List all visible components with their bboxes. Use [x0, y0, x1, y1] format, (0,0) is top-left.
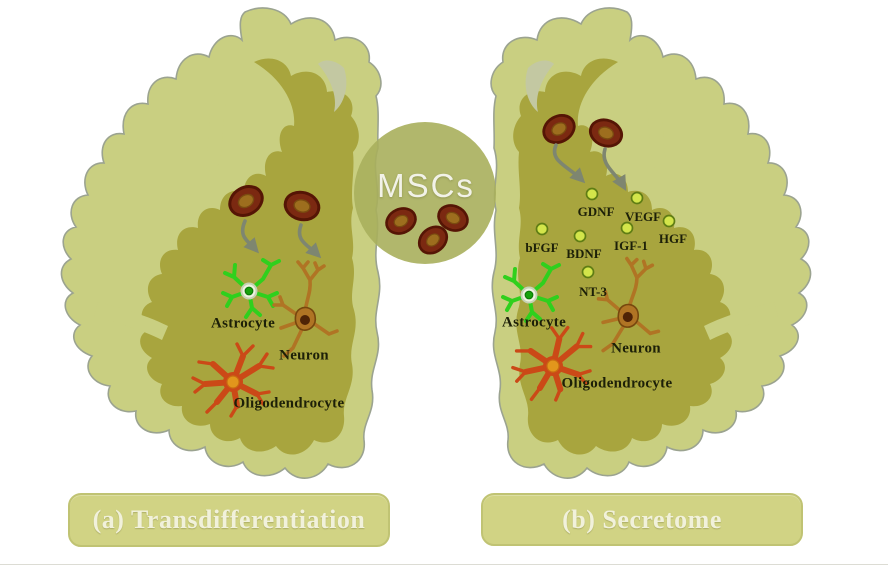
- caption-box-secretome: (b) Secretome: [481, 493, 803, 546]
- label-igf1: IGF-1: [614, 238, 648, 253]
- differentiation-arrow: [297, 223, 322, 259]
- factor-dot-nt3: [581, 265, 595, 279]
- secretion-arrow: [602, 147, 627, 191]
- factor-dot-hgf: [662, 214, 676, 228]
- differentiation-arrow: [240, 219, 260, 254]
- factor-dot-gdnf: [585, 187, 599, 201]
- caption-text-secretome: (b) Secretome: [562, 504, 722, 534]
- caption-text-transdifferentiation: (a) Transdifferentiation: [92, 505, 366, 534]
- factor-dot-vegf: [630, 191, 644, 205]
- label-hgf: HGF: [658, 231, 688, 246]
- label-nt3: NT-3: [579, 284, 607, 299]
- label-astrocyte-b: Astrocyte: [501, 314, 567, 331]
- label-oligodendrocyte-b: Oligodendrocyte: [561, 375, 673, 392]
- label-oligodendrocyte-a: Oligodendrocyte: [233, 395, 345, 412]
- label-neuron-a: Neuron: [279, 347, 329, 364]
- label-astrocyte-a: Astrocyte: [210, 315, 276, 332]
- label-bfgf: bFGF: [525, 240, 559, 255]
- caption-box-transdifferentiation: (a) Transdifferentiation: [68, 493, 390, 547]
- label-bdnf: BDNF: [566, 246, 602, 261]
- label-neuron-b: Neuron: [611, 340, 661, 357]
- factor-dot-bdnf: [573, 229, 587, 243]
- label-vegf: VEGF: [624, 209, 662, 224]
- secretion-arrow: [552, 143, 586, 184]
- factor-dot-bfgf: [535, 222, 549, 236]
- msc-pool-label: MSCs: [377, 167, 475, 204]
- factor-dot-igf1: [620, 221, 634, 235]
- label-gdnf: GDNF: [577, 204, 615, 219]
